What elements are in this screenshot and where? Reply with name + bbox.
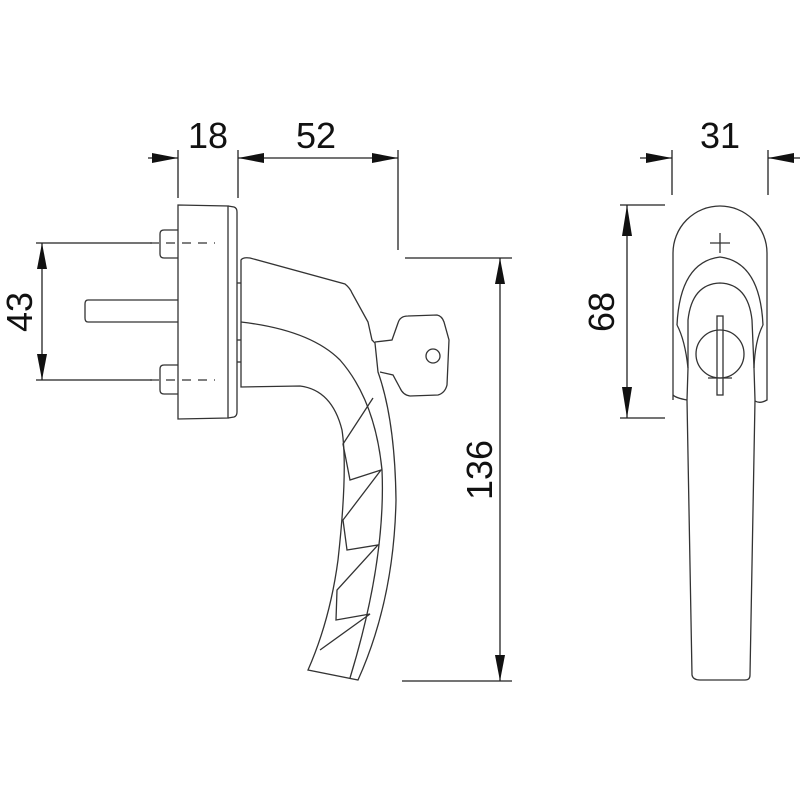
rosette: [672, 205, 768, 403]
handle-side: [240, 257, 397, 681]
lock-cylinder: [695, 329, 745, 379]
dim-label-68: 68: [581, 292, 622, 332]
handle-neck-inner: [687, 282, 755, 369]
key-hole: [425, 348, 441, 364]
front-view: [672, 205, 768, 681]
dim-label-52: 52: [296, 115, 336, 156]
key-slot: [716, 315, 724, 396]
dim-label-136: 136: [459, 440, 500, 500]
screw-stud-bottom: [159, 364, 178, 395]
handle-neck-outer: [676, 256, 764, 326]
dimension-lines: 18 52 43 136 31 68: [0, 115, 800, 682]
spindle: [84, 299, 178, 323]
handle-front-edge: [240, 321, 384, 679]
handle-lever-front: [686, 367, 756, 681]
key: [374, 314, 450, 397]
dim-label-18: 18: [188, 115, 228, 156]
grip-ridges: [319, 397, 383, 651]
dim-label-31: 31: [700, 115, 740, 156]
base-plate: [177, 204, 229, 420]
side-view: [84, 204, 450, 681]
base-plate-lip: [227, 205, 238, 419]
dim-label-43: 43: [0, 292, 40, 332]
screw-stud-top: [159, 229, 178, 259]
